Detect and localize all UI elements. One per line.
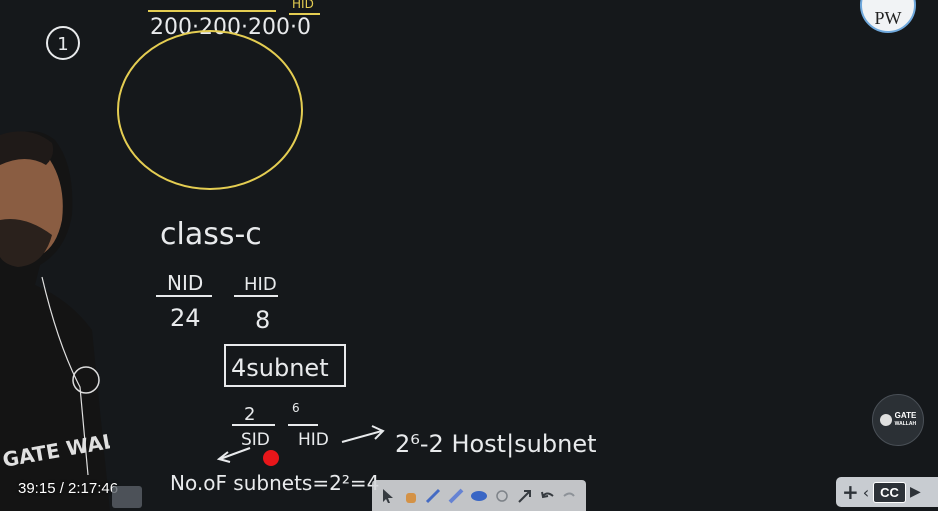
arrow-tool-icon[interactable]: [517, 486, 534, 506]
arrow-right-head: [371, 425, 385, 440]
cursor-icon[interactable]: [380, 486, 397, 506]
nid-bits: 24: [170, 304, 201, 332]
ellipse-icon[interactable]: [470, 486, 488, 506]
hid-label: HID: [244, 274, 277, 295]
hand-icon[interactable]: [403, 486, 420, 506]
teacher-figure: GATE WALLAH: [0, 131, 110, 511]
pw-logo: PW: [860, 0, 916, 33]
plus-icon[interactable]: +: [842, 480, 859, 504]
player-mini-icon[interactable]: [112, 486, 142, 508]
arrow-left-line: [219, 447, 251, 460]
subnet-box-text: 4subnet: [231, 354, 329, 382]
num-subnets: No.oF subnets=2²=4: [170, 471, 379, 495]
gate-wallah-line1: GATE: [894, 411, 917, 420]
hid-bits-2: 6: [292, 401, 300, 415]
sid-bits: 2: [244, 404, 255, 425]
gate-wallah-line2: WALLAH: [894, 421, 917, 427]
pw-logo-text: PW: [875, 8, 902, 28]
eraser-icon[interactable]: [494, 486, 511, 506]
player-controls: + ‹ CC ▶: [836, 477, 938, 507]
sid-label: SID: [241, 430, 270, 450]
time-display: 39:15 / 2:17:46: [18, 480, 119, 497]
arrow-left-head: [216, 451, 231, 463]
host-formula: 2⁶-2 Host|subnet: [395, 430, 597, 458]
network-circle: [117, 30, 303, 190]
shirt-logo: [72, 366, 100, 394]
highlighter-icon[interactable]: [448, 486, 465, 506]
question-number: 1: [57, 34, 68, 55]
class-label: class-c: [160, 217, 262, 252]
undo-icon[interactable]: [539, 486, 556, 506]
gate-wallah-icon: [879, 414, 892, 426]
pen-icon[interactable]: [425, 486, 442, 506]
arrow-right-line: [341, 430, 383, 443]
captions-button[interactable]: CC: [873, 481, 906, 503]
nid-label: NID: [167, 271, 203, 295]
hid-top-label: HID: [292, 0, 314, 11]
redo-icon[interactable]: [562, 486, 579, 506]
question-number-circle: [46, 26, 80, 60]
laser-pointer-dot: [263, 450, 279, 466]
play-icon[interactable]: ▶: [909, 484, 921, 500]
hid-label-2: HID: [298, 430, 329, 450]
hid-bits: 8: [255, 306, 270, 334]
subnet-box: [224, 344, 346, 387]
chevron-left-icon[interactable]: ‹: [862, 482, 870, 502]
drawing-toolbar: [372, 480, 586, 511]
